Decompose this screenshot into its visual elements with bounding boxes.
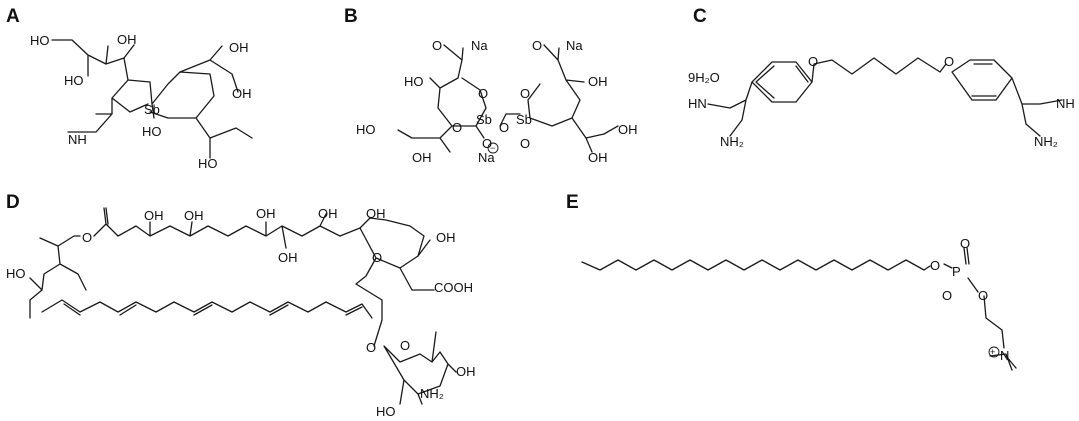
atom-b-14: O bbox=[520, 136, 530, 151]
atom-a-4: Sb bbox=[144, 102, 160, 117]
atom-d-8: OH bbox=[278, 250, 298, 265]
structure-a: A HO OH HO Sb OH OH NH HO HO bbox=[6, 6, 253, 171]
atom-a-9: HO bbox=[198, 156, 218, 171]
structure-c: C 9H₂O O O HN NH₂ NH NH₂ bbox=[688, 6, 1075, 149]
hydrate-c: 9H₂O bbox=[688, 70, 720, 85]
atom-b-6: OH bbox=[588, 74, 608, 89]
atom-b-15: HO bbox=[356, 122, 376, 137]
atom-a-2: OH bbox=[117, 32, 137, 47]
structure-b: B O Na O Na HO OH O Sb O O Sb O O O HO O… bbox=[344, 6, 638, 165]
atom-c-2: O bbox=[944, 54, 954, 69]
atom-b-19: OH bbox=[588, 150, 608, 165]
atom-c-5: NH bbox=[1056, 96, 1075, 111]
atom-b-7: O bbox=[478, 86, 488, 101]
atom-d-14: OH bbox=[456, 364, 476, 379]
atom-d-11: COOH bbox=[434, 280, 473, 295]
atom-b-17: Na bbox=[478, 150, 495, 165]
atom-b-4: Na bbox=[566, 38, 583, 53]
atom-c-3: HN bbox=[688, 96, 707, 111]
atom-a-8: HO bbox=[142, 124, 162, 139]
atom-d-5: OH bbox=[318, 206, 338, 221]
atom-c-4: NH₂ bbox=[720, 134, 744, 149]
atom-e-4: O bbox=[942, 288, 952, 303]
atom-b-16: OH bbox=[618, 122, 638, 137]
atom-a-7: NH bbox=[68, 132, 87, 147]
panel-label-a: A bbox=[6, 6, 20, 27]
charge-b: − bbox=[490, 143, 495, 153]
atom-a-1: HO bbox=[30, 33, 50, 48]
atom-b-10: O bbox=[520, 86, 530, 101]
atom-d-9: HO bbox=[6, 266, 26, 281]
atom-b-1: O bbox=[432, 38, 442, 53]
atom-d-15: HO bbox=[376, 404, 396, 419]
atom-c-1: O bbox=[808, 54, 818, 69]
panel-label-d: D bbox=[6, 192, 20, 213]
atom-e-3: O bbox=[960, 236, 970, 251]
atom-a-3: HO bbox=[64, 73, 84, 88]
structure-d: D O OH OH OH OH OH OH OH HO O COOH O O O… bbox=[6, 192, 476, 419]
atom-b-5: HO bbox=[404, 74, 424, 89]
atom-b-18: OH bbox=[412, 150, 432, 165]
atom-b-13: O bbox=[482, 136, 492, 151]
atom-d-10: O bbox=[372, 250, 382, 265]
atom-e-6: N bbox=[1000, 348, 1009, 363]
atom-b-9: O bbox=[499, 120, 509, 135]
atom-b-8: Sb bbox=[476, 112, 492, 127]
atom-d-4: OH bbox=[256, 206, 276, 221]
atom-a-6: OH bbox=[232, 86, 252, 101]
structure-e: E O P O O O N + bbox=[566, 192, 1017, 371]
atom-e-5: O bbox=[978, 288, 988, 303]
charge-e: + bbox=[990, 347, 995, 357]
atom-d-6: OH bbox=[366, 206, 386, 221]
atom-b-12: O bbox=[452, 120, 462, 135]
atom-a-5: OH bbox=[229, 40, 249, 55]
atom-e-1: O bbox=[930, 258, 940, 273]
panel-label-b: B bbox=[344, 6, 358, 27]
atom-e-2: P bbox=[952, 264, 961, 279]
atom-b-3: O bbox=[532, 38, 542, 53]
atom-d-3: OH bbox=[184, 208, 204, 223]
atom-d-1: O bbox=[82, 230, 92, 245]
atom-c-6: NH₂ bbox=[1034, 134, 1058, 149]
atom-d-2: OH bbox=[144, 208, 164, 223]
atom-b-11: Sb bbox=[516, 112, 532, 127]
atom-d-13: O bbox=[400, 338, 410, 353]
panel-label-c: C bbox=[693, 6, 707, 27]
atom-d-12: O bbox=[366, 340, 376, 355]
atom-d-16: NH₂ bbox=[420, 386, 444, 401]
atom-b-2: Na bbox=[471, 38, 488, 53]
atom-d-7: OH bbox=[436, 230, 456, 245]
panel-label-e: E bbox=[566, 192, 579, 213]
